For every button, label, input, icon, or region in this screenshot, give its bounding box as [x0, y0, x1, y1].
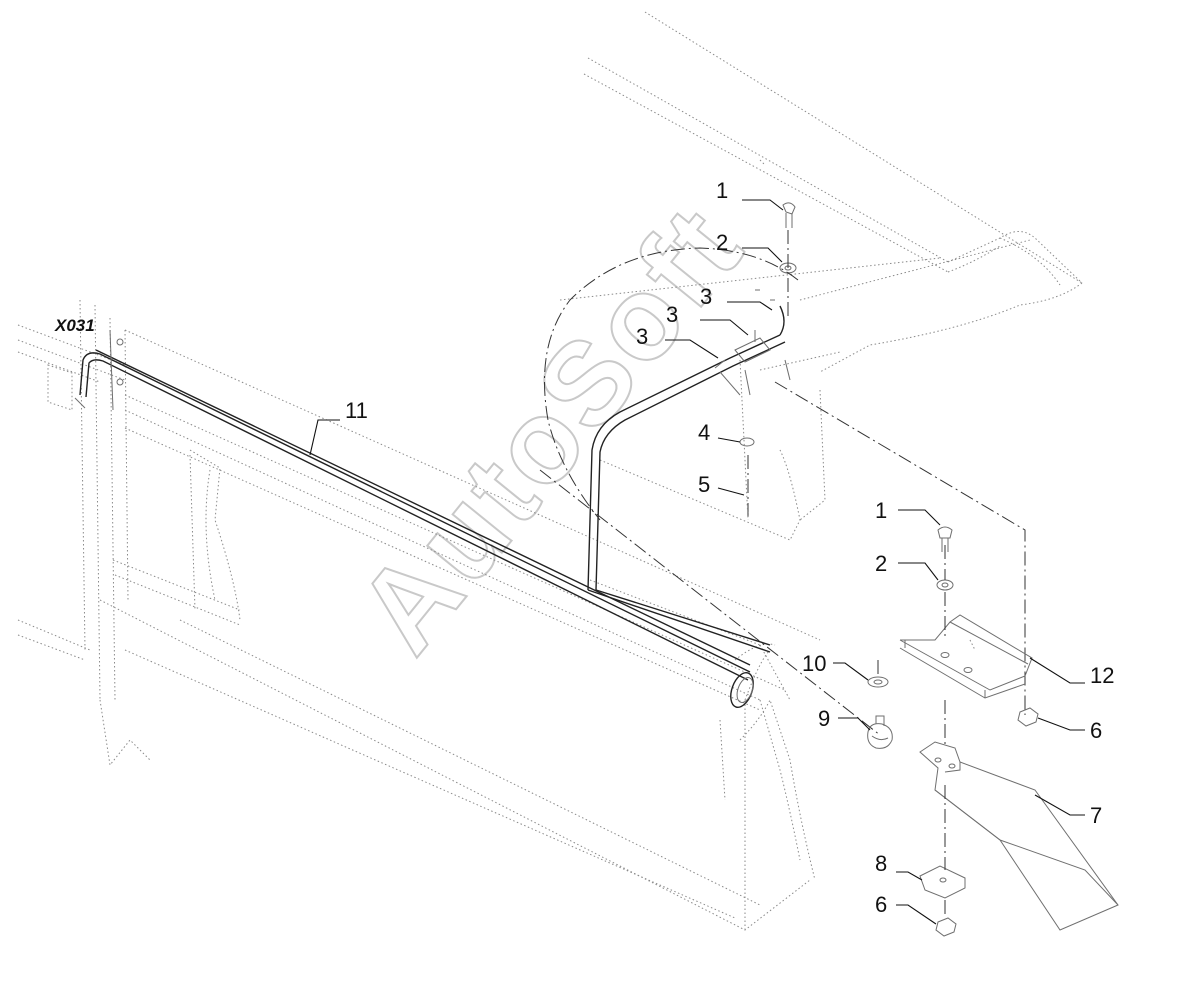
callout-3-middle: 3 [666, 302, 678, 327]
upper-machine-body [559, 11, 1083, 373]
harness-upper [587, 305, 791, 653]
callout-6-upper: 6 [1090, 718, 1102, 743]
callout-4: 4 [698, 420, 710, 445]
callout-11: 11 [345, 398, 368, 423]
leader-lines [309, 199, 1085, 925]
callout-10: 10 [802, 651, 826, 676]
callout-2-upper: 2 [716, 230, 728, 255]
callout-3-top: 3 [700, 284, 712, 309]
callout-3-lower: 3 [636, 324, 648, 349]
callout-1-lower: 1 [875, 498, 887, 523]
callout-6-lower: 6 [875, 892, 887, 917]
upper-fasteners [739, 202, 797, 521]
connector-label-x031: X031 [54, 316, 95, 335]
callout-2-lower: 2 [875, 551, 887, 576]
callout-12: 12 [1090, 663, 1114, 688]
detail-circle [544, 247, 799, 521]
callouts: 1 2 3 3 3 4 5 11 1 2 12 6 10 9 7 8 6 [345, 178, 1114, 917]
callout-9: 9 [818, 706, 830, 731]
callout-1-upper: 1 [716, 178, 728, 203]
callout-5: 5 [698, 472, 710, 497]
callout-8: 8 [875, 851, 887, 876]
side-frame [17, 299, 821, 767]
callout-7: 7 [1090, 803, 1102, 828]
bracket-assembly [867, 526, 1119, 937]
harness-11 [74, 329, 754, 708]
